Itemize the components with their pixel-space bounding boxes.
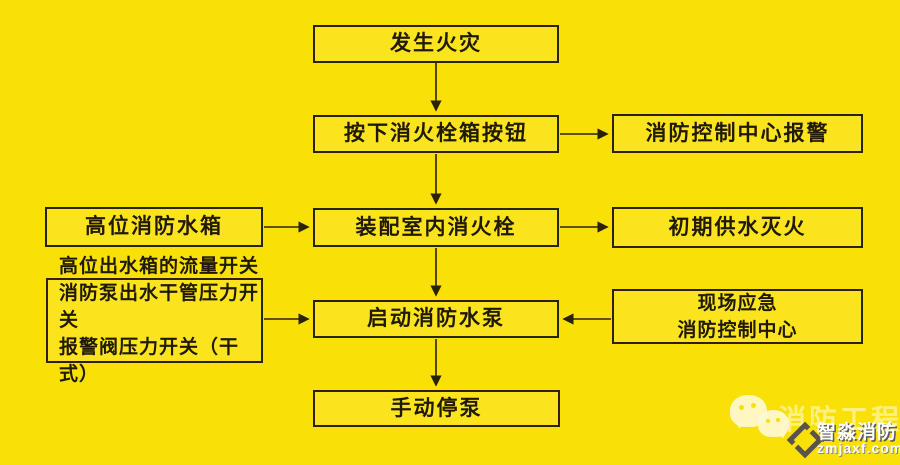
switches-line-2: 消防泵出水干管压力开关 — [59, 283, 260, 331]
node-fire-occurs: 发生火灾 — [313, 25, 559, 63]
node-manual-pump-stop: 手动停泵 — [313, 390, 560, 427]
node-indoor-hydrant: 装配室内消火栓 — [313, 208, 559, 247]
node-start-fire-pump: 启动消防水泵 — [313, 300, 559, 338]
switches-line-3: 报警阀压力开关（干式） — [59, 337, 240, 385]
diamond-logo-icon — [786, 421, 824, 459]
node-control-center-alarm: 消防控制中心报警 — [612, 114, 863, 153]
wechat-icon — [730, 393, 792, 447]
node-press-hydrant-button: 按下消火栓箱按钮 — [313, 115, 559, 153]
emergency-line-1: 现场应急 — [697, 292, 778, 314]
node-onsite-emergency-control-center: 现场应急 消防控制中心 — [612, 289, 863, 344]
watermark-brand-text: 智淼消防 — [817, 422, 898, 443]
node-high-level-water-tank: 高位消防水箱 — [45, 207, 263, 247]
watermark: 消防工程 智淼消防 zmjaxf.com — [728, 390, 900, 465]
switches-line-1: 高位出水箱的流量开关 — [59, 256, 260, 277]
node-pressure-flow-switches: 高位出水箱的流量开关 消防泵出水干管压力开关 报警阀压力开关（干式） — [46, 256, 263, 385]
emergency-line-2: 消防控制中心 — [677, 319, 798, 341]
watermark-program-text: 消防工程 — [778, 404, 900, 435]
node-initial-water-supply: 初期供水灭火 — [612, 207, 863, 248]
watermark-website-text: zmjaxf.com — [817, 440, 900, 456]
